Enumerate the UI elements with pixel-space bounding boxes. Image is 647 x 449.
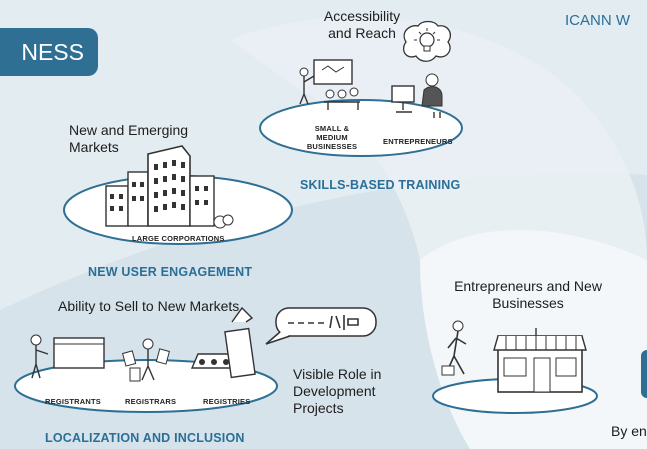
localization-island <box>14 359 278 413</box>
caption-skills-based-training: SKILLS-BASED TRAINING <box>300 178 461 192</box>
skills-note: Accessibility and Reach <box>323 8 401 41</box>
lightbulb-icon <box>402 20 452 62</box>
header-title: ICANN W <box>565 12 630 29</box>
buildings-icon <box>105 145 234 229</box>
label-large-corporations: LARGE CORPORATIONS <box>132 234 225 243</box>
label-small-medium-businesses: SMALL & MEDIUM BUSINESSES <box>306 124 358 151</box>
label-registries: REGISTRIES <box>203 397 251 406</box>
entrepreneurs-note: Entrepreneurs and New Businesses <box>454 278 602 311</box>
registrars-icon <box>122 338 170 382</box>
caption-localization-and-inclusion: LOCALIZATION AND INCLUSION <box>45 431 245 445</box>
label-registrars: REGISTRARS <box>125 397 177 406</box>
section-banner: NESS <box>0 28 98 76</box>
label-registrants: REGISTRANTS <box>45 397 101 406</box>
skills-island <box>259 99 463 157</box>
engagement-note: New and Emerging Markets <box>69 122 189 155</box>
speech-bubble-icon <box>265 307 377 345</box>
classroom-icon <box>299 59 360 110</box>
walking-person-icon <box>441 320 467 376</box>
label-entrepreneurs: ENTREPRENEURS <box>383 137 453 146</box>
right-edge-panel <box>641 350 647 398</box>
computer-user-icon <box>391 73 443 118</box>
registries-icon <box>190 306 256 379</box>
caption-new-user-engagement: NEW USER ENGAGEMENT <box>88 265 253 279</box>
storefront-icon <box>493 328 587 393</box>
localization-note: Ability to Sell to New Markets <box>58 298 240 314</box>
footer-text: By en <box>611 423 647 439</box>
visible-role-note: Visible Role in Development Projects <box>293 366 382 416</box>
registrant-icon <box>30 334 105 379</box>
